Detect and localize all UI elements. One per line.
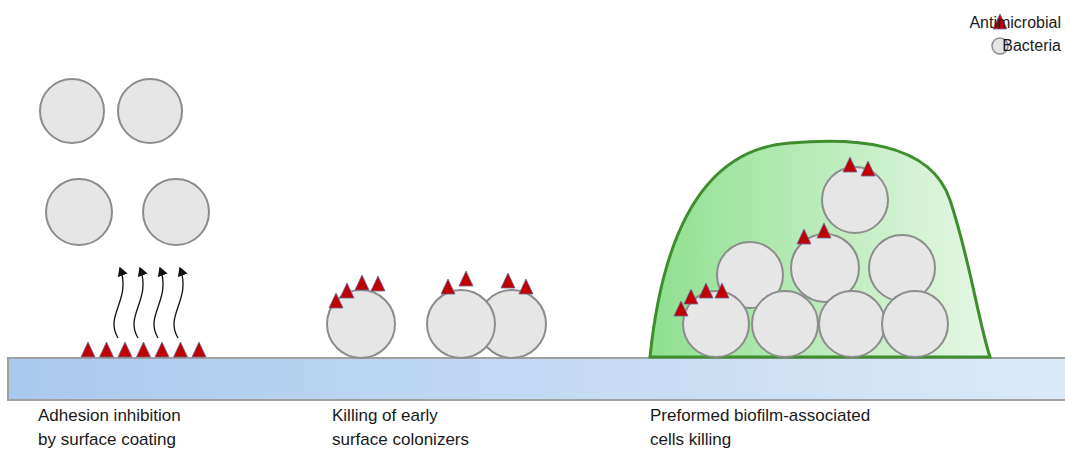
panel-caption: Killing of early surface colonizers [332, 404, 487, 452]
surface-bar [8, 358, 1065, 400]
panel-caption: Preformed biofilm-associated cells killi… [650, 404, 900, 452]
repel-arrows [114, 268, 183, 338]
legend-text: Bacteria [1002, 36, 1061, 56]
biofilm-bacteria [683, 167, 948, 357]
free-bacteria [40, 79, 209, 245]
legend-text: Antimicrobial [969, 13, 1061, 33]
biofilm-matrix [650, 141, 990, 357]
attached-antimicrobials [329, 271, 533, 308]
early-colonizers [327, 290, 546, 358]
coating-triangles [81, 342, 206, 357]
biofilm-antimicrobials [674, 157, 875, 316]
panel-caption: Adhesion inhibition by surface coating [38, 404, 203, 452]
